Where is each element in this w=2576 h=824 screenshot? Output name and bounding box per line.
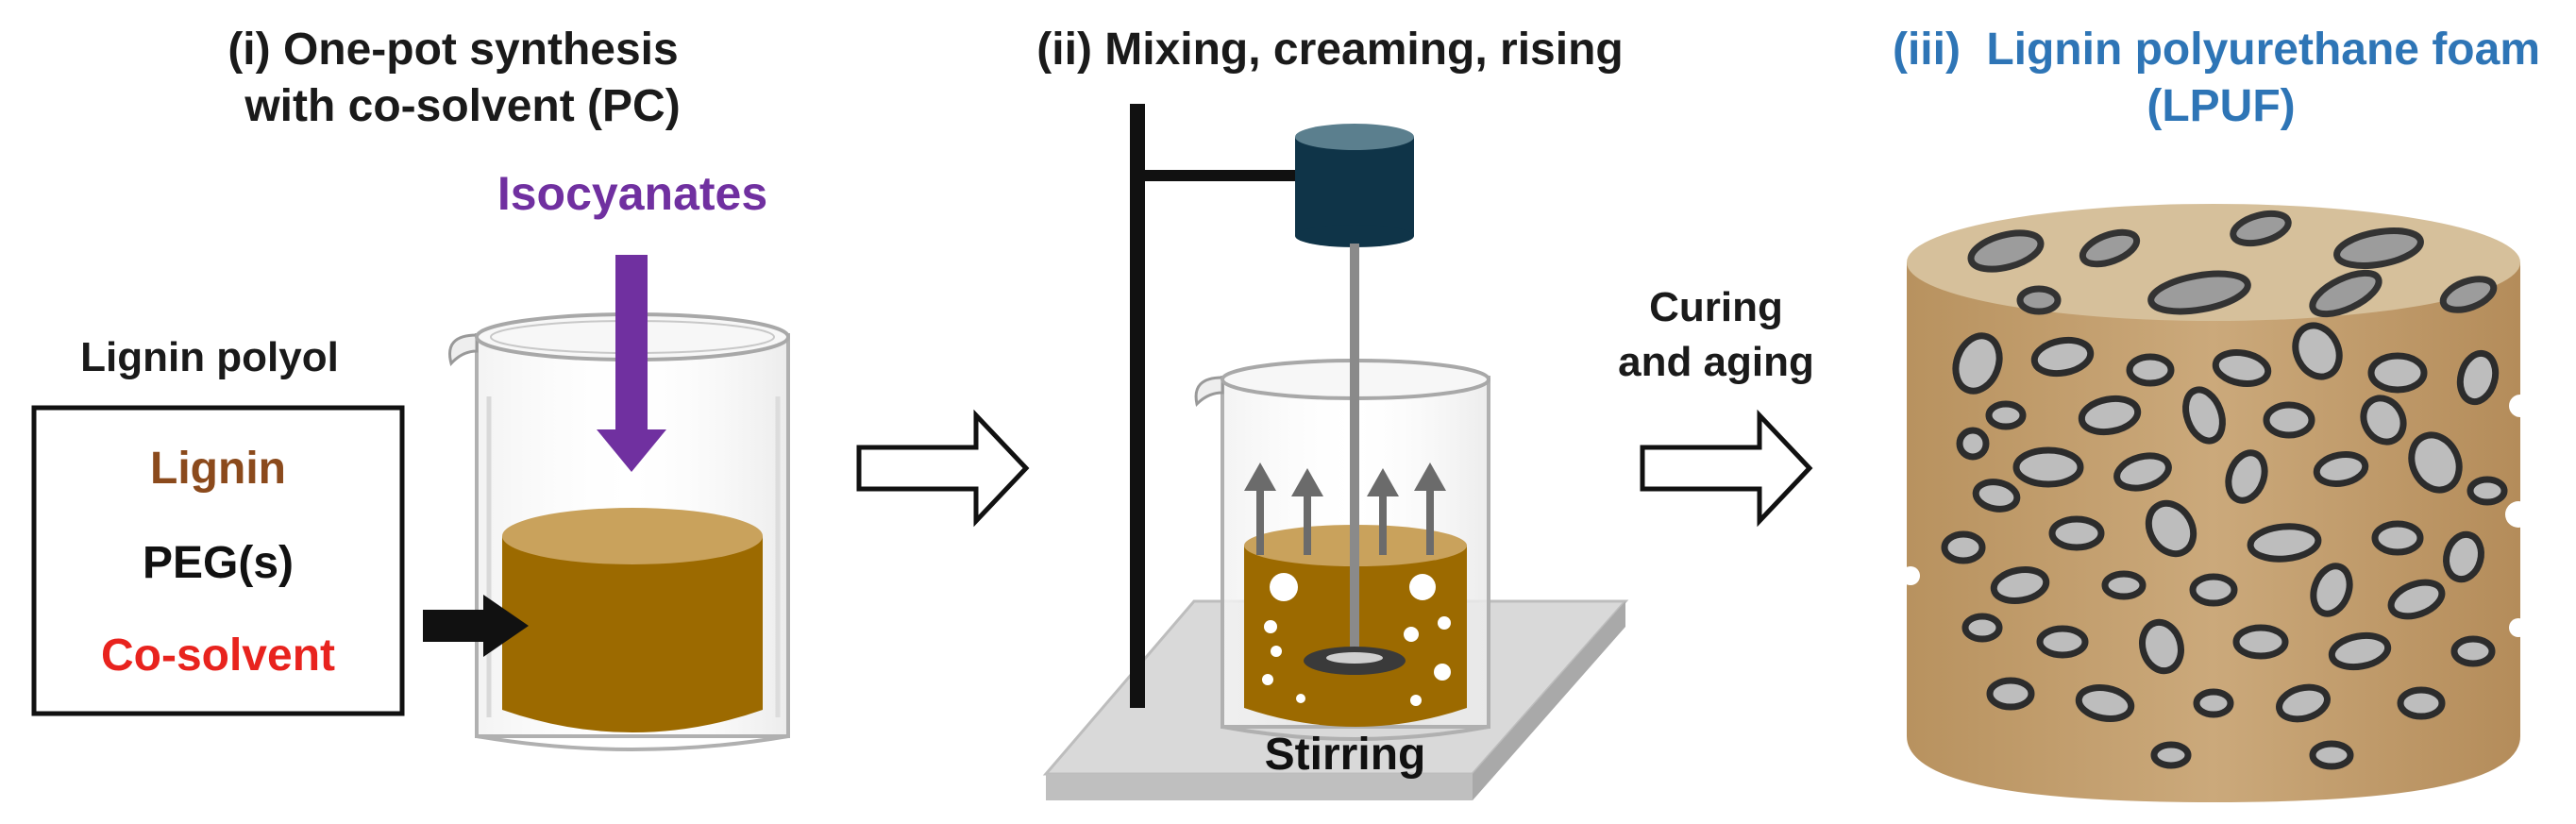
bubble — [1404, 627, 1419, 642]
step1-title-line2: with co-solvent (PC) — [244, 81, 680, 131]
polyol-cosolvent: Co-solvent — [101, 631, 335, 681]
beaker-icon — [1194, 359, 1490, 741]
step1-title-line1: (i) One-pot synthesis — [227, 25, 678, 75]
isocyanates-label: Isocyanates — [497, 167, 767, 220]
rising-arrow-icon — [1367, 468, 1399, 555]
bubble — [1434, 664, 1451, 681]
bubble — [1270, 573, 1298, 601]
stirrer-shaft-icon — [1304, 244, 1406, 675]
step3-panel: (iii) Lignin polyurethane foam (LPUF) — [1893, 25, 2540, 802]
bubble — [1262, 674, 1273, 685]
foam-cylinder-icon — [1901, 204, 2532, 802]
stand-rod-icon — [1130, 104, 1305, 708]
down-arrow-icon — [597, 255, 666, 472]
step3-title-line2: (LPUF) — [2147, 81, 2295, 131]
stirring-label: Stirring — [1265, 730, 1426, 780]
bubble — [1271, 646, 1282, 657]
foam-pores-top — [1967, 210, 2498, 318]
bubble — [1264, 620, 1277, 633]
bubble — [1296, 694, 1305, 703]
step3-title-line1: (iii) Lignin polyurethane foam — [1893, 25, 2540, 75]
step2-panel: (ii) Mixing, creaming, rising — [1036, 25, 1629, 800]
bubble — [1409, 574, 1436, 600]
bubble — [1438, 616, 1451, 630]
hollow-arrow-icon — [1640, 409, 1813, 528]
rising-arrow-icon — [1291, 468, 1323, 555]
rising-arrow-icon — [1414, 462, 1446, 555]
step3-title-main: Lignin polyurethane foam — [1986, 25, 2540, 75]
polyol-box — [31, 405, 405, 716]
polyol-lignin: Lignin — [150, 444, 286, 494]
stirrer-motor-icon — [1295, 124, 1414, 247]
foam-pores-side — [1941, 322, 2508, 770]
step1-panel: (i) One-pot synthesis with co-solvent (P… — [31, 25, 790, 751]
polyol-heading: Lignin polyol — [80, 334, 339, 380]
polyol-peg: PEG(s) — [143, 538, 294, 588]
step3-title-prefix: (iii) — [1893, 25, 1961, 75]
rising-arrow-icon — [1244, 462, 1276, 555]
curing-label-line1: Curing — [1649, 284, 1783, 330]
curing-label-line2: and aging — [1618, 339, 1814, 385]
step2-title: (ii) Mixing, creaming, rising — [1036, 25, 1623, 75]
bubble — [1410, 695, 1422, 706]
right-arrow-icon — [423, 595, 529, 657]
hollow-arrow-icon — [856, 409, 1030, 528]
